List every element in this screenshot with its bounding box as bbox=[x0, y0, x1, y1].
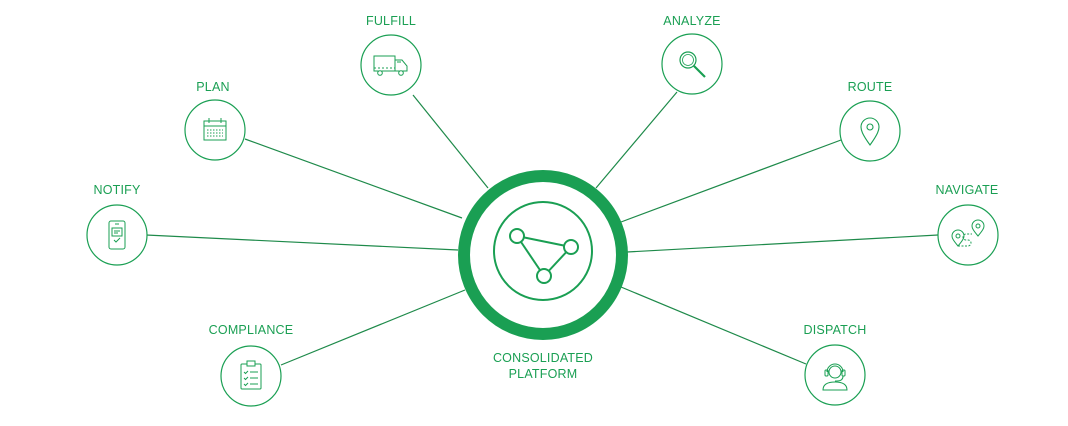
node-navigate-label: NAVIGATE bbox=[936, 183, 999, 197]
node-route[interactable]: ROUTE bbox=[839, 80, 901, 162]
connector-compliance bbox=[280, 289, 466, 366]
headset-agent-icon bbox=[822, 363, 848, 391]
connector-navigate bbox=[626, 234, 939, 253]
connector-route bbox=[620, 139, 842, 223]
node-notify-circle bbox=[86, 204, 148, 266]
node-fulfill-circle bbox=[360, 34, 422, 96]
truck-icon bbox=[373, 55, 408, 76]
magnifier-icon bbox=[679, 51, 706, 78]
node-analyze-label: ANALYZE bbox=[663, 14, 720, 28]
clipboard-checklist-icon bbox=[240, 360, 262, 390]
node-fulfill[interactable]: FULFILL bbox=[360, 14, 422, 96]
connectors bbox=[145, 91, 939, 366]
node-plan[interactable]: PLAN bbox=[184, 80, 246, 161]
node-notify-label: NOTIFY bbox=[93, 183, 140, 197]
platform-title-line1: CONSOLIDATED bbox=[493, 351, 593, 365]
node-dispatch-label: DISPATCH bbox=[804, 323, 867, 337]
node-compliance[interactable]: COMPLIANCE bbox=[209, 323, 294, 407]
node-navigate-circle bbox=[937, 204, 999, 266]
node-analyze[interactable]: ANALYZE bbox=[661, 14, 723, 95]
mobile-notification-icon bbox=[108, 220, 126, 250]
node-plan-label: PLAN bbox=[196, 80, 229, 94]
map-pin-icon bbox=[860, 117, 880, 146]
connector-plan bbox=[244, 138, 463, 219]
node-compliance-label: COMPLIANCE bbox=[209, 323, 294, 337]
platform-title-line2: PLATFORM bbox=[509, 367, 578, 381]
connector-fulfill bbox=[412, 94, 489, 189]
network-triangle-icon bbox=[509, 228, 579, 284]
node-route-label: ROUTE bbox=[848, 80, 893, 94]
node-route-circle bbox=[839, 100, 901, 162]
node-dispatch[interactable]: DISPATCH bbox=[804, 323, 867, 406]
node-navigate[interactable]: NAVIGATE bbox=[936, 183, 999, 266]
node-fulfill-label: FULFILL bbox=[366, 14, 416, 28]
node-compliance-circle bbox=[220, 345, 282, 407]
connector-notify bbox=[145, 234, 459, 251]
node-plan-circle bbox=[184, 99, 246, 161]
connector-dispatch bbox=[620, 286, 807, 365]
node-notify[interactable]: NOTIFY bbox=[86, 183, 148, 266]
platform-inner-ring bbox=[493, 201, 593, 301]
connector-analyze bbox=[595, 91, 678, 189]
platform-hub: CONSOLIDATED PLATFORM bbox=[458, 170, 628, 381]
navigation-path-icon bbox=[951, 219, 985, 247]
node-dispatch-circle bbox=[804, 344, 866, 406]
calendar-icon bbox=[203, 118, 227, 141]
